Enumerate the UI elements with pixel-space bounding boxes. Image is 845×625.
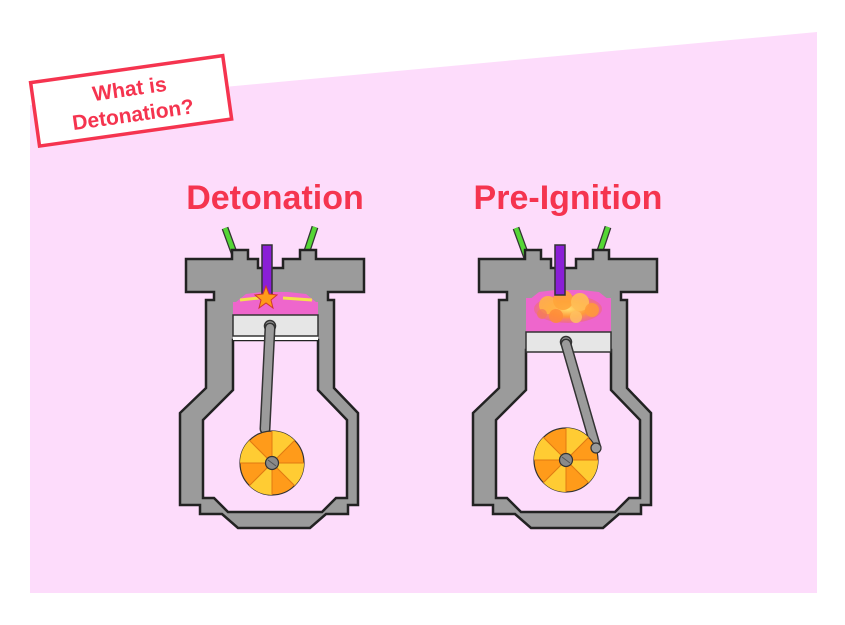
crankshaft: [533, 427, 599, 493]
spark-plug: [554, 244, 566, 296]
flame-cloud-icon: [534, 290, 602, 323]
star-burst-icon: [253, 284, 279, 310]
crankshaft: [239, 430, 305, 496]
detonation-title: Detonation: [186, 179, 364, 217]
what-is-detonation-badge: What is Detonation?: [28, 53, 234, 149]
background-panel: [30, 32, 817, 593]
combustion-chamber: [233, 302, 318, 315]
pre-ignition-engine: [471, 225, 659, 530]
detonation-engine: [178, 225, 366, 530]
pre-ignition-title: Pre-Ignition: [474, 179, 663, 217]
